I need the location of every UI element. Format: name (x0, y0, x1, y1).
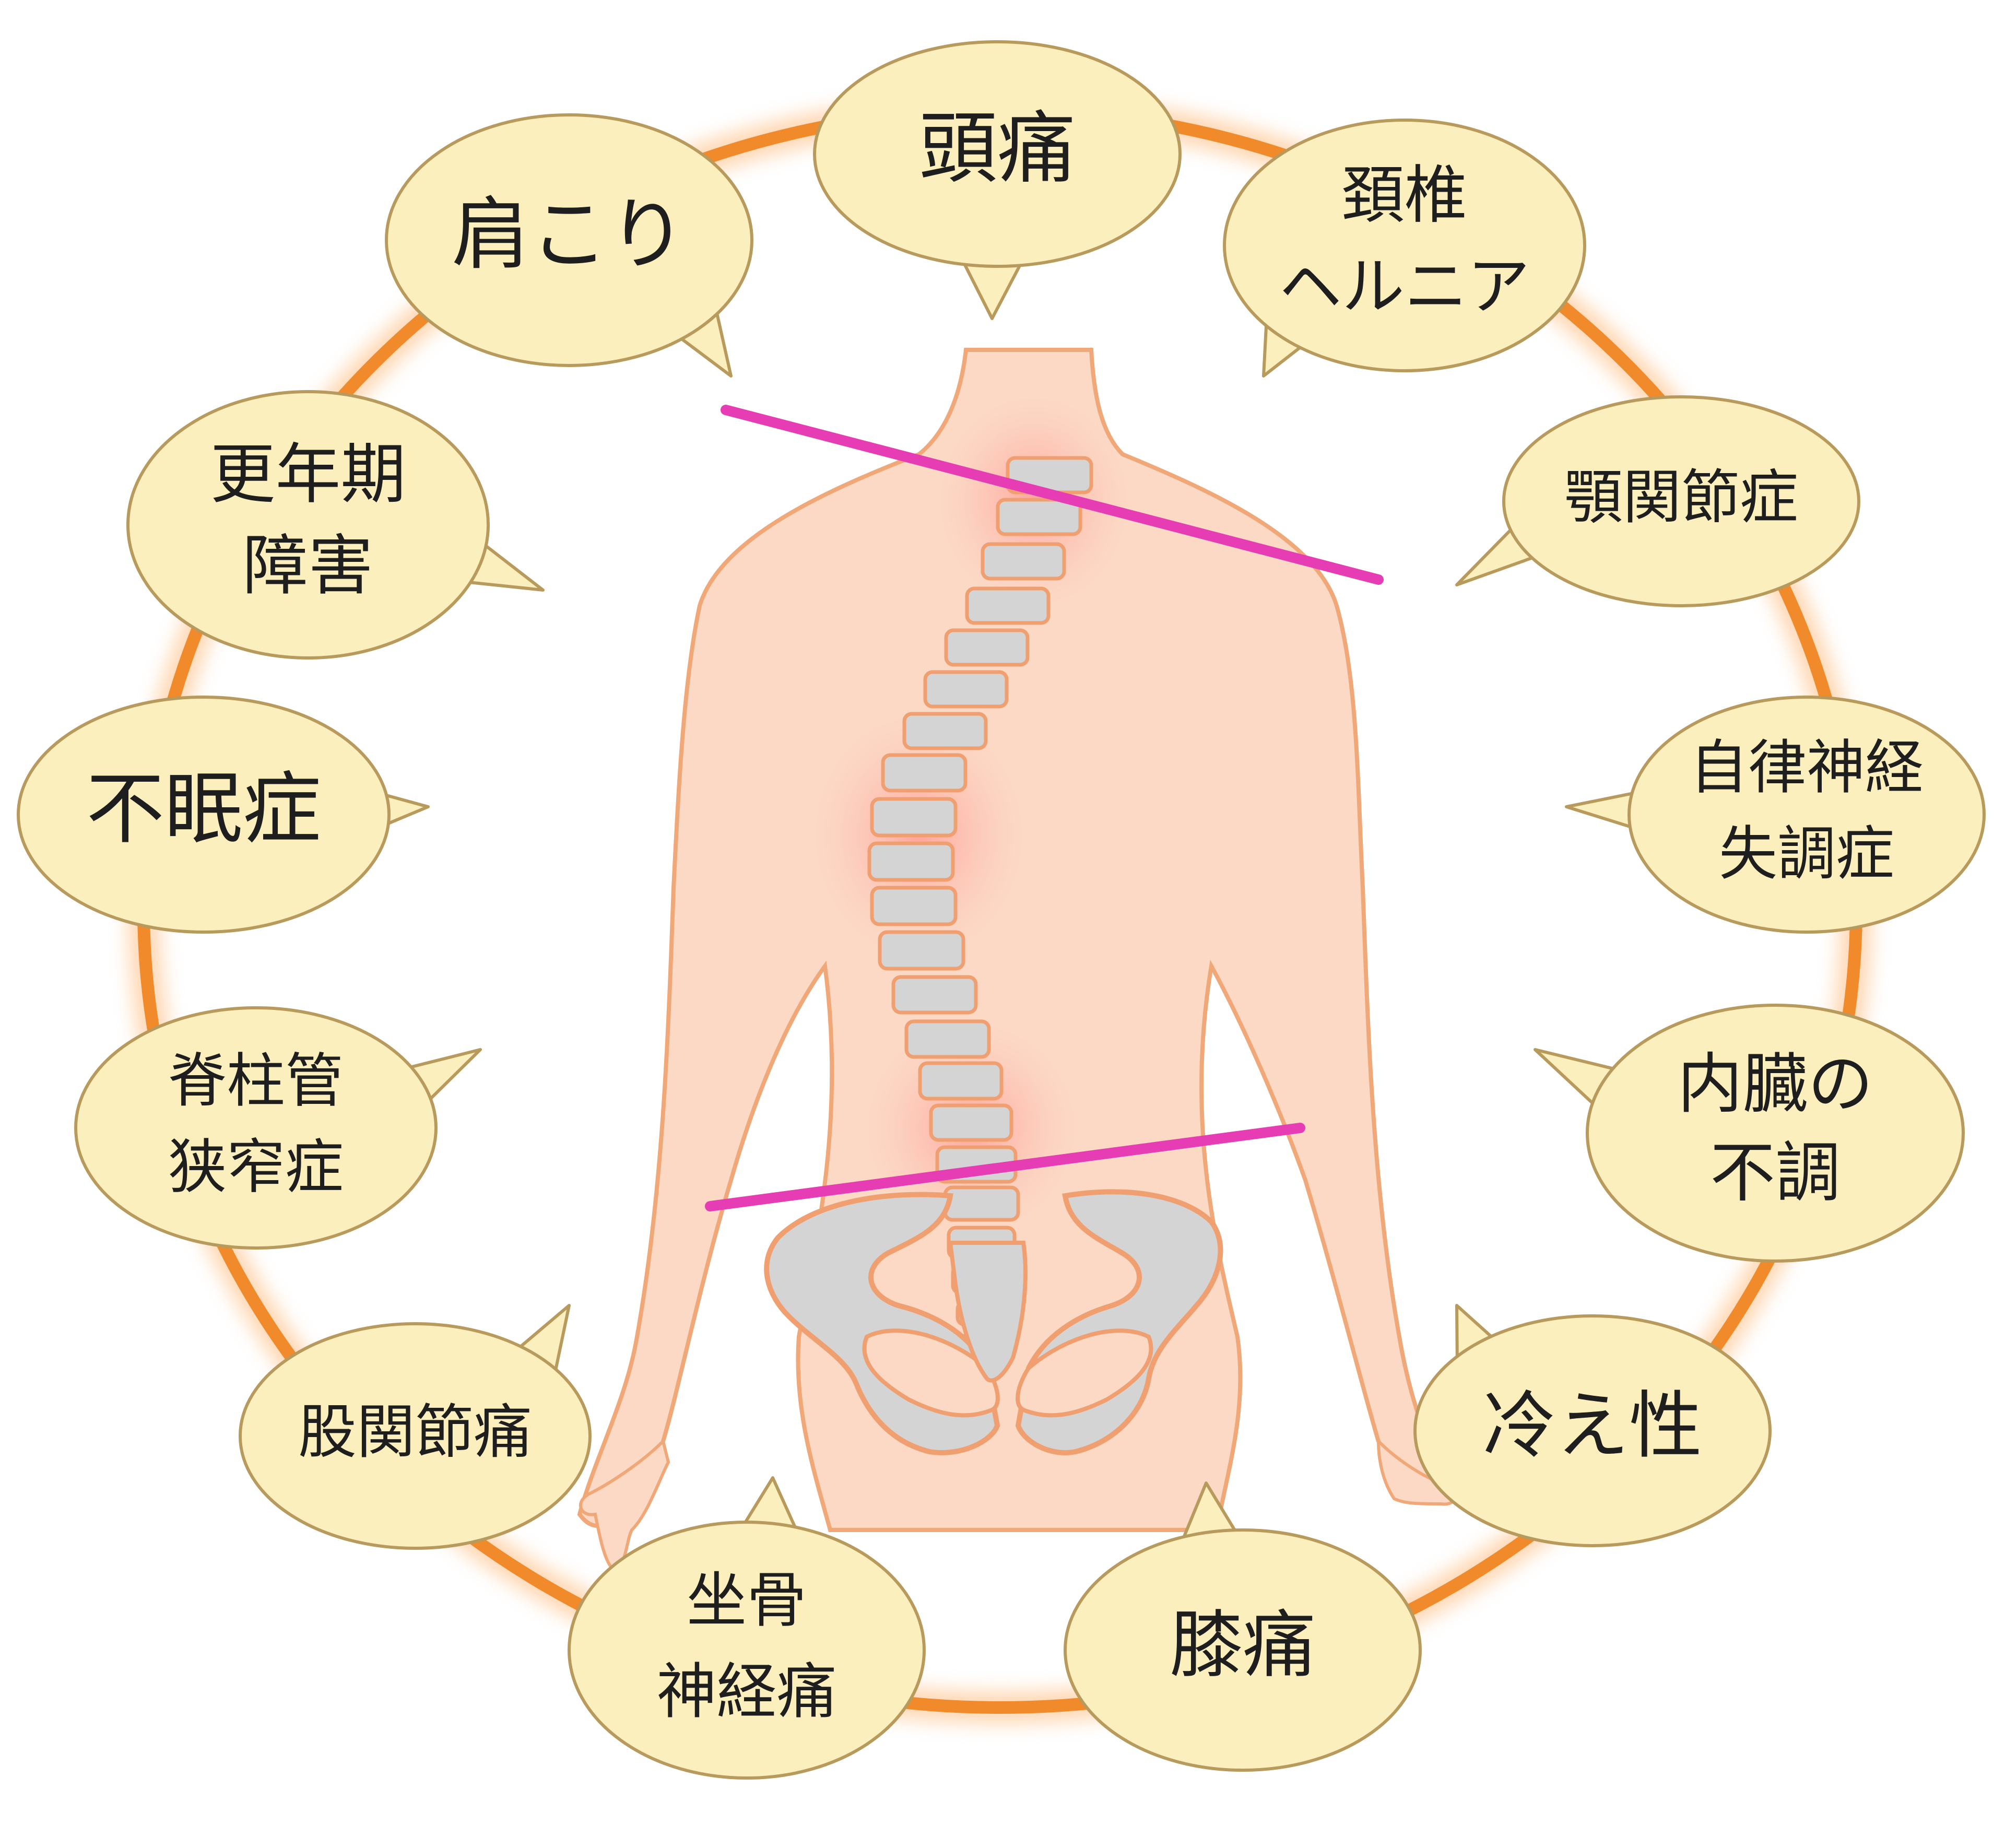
symptom-bubble-knee-pain: 膝痛 (1064, 1481, 1422, 1772)
vertebra (929, 1103, 1013, 1142)
bubble-fill (817, 44, 1178, 264)
bubble-fill (78, 1010, 434, 1246)
vertebra (996, 498, 1082, 536)
vertebra (918, 1061, 1004, 1101)
symptom-bubble-insomnia: 不眠症 (17, 696, 430, 934)
vertebra (981, 542, 1066, 581)
symptom-label: 狭窄症 (168, 1133, 344, 1201)
symptom-label: 自律神経 (1690, 734, 1924, 802)
symptom-label: 頭痛 (919, 103, 1076, 194)
bubble-fill (1067, 1532, 1418, 1768)
bubble-fill (1417, 1318, 1768, 1544)
vertebra (904, 1019, 991, 1059)
symptom-label: 脊柱管 (168, 1047, 344, 1115)
bubble-fill (20, 699, 387, 930)
symptom-label: 坐骨 (687, 1565, 807, 1635)
torso-silhouette (577, 348, 1455, 1532)
body-back-figure (577, 348, 1458, 1574)
bubble-fill (1226, 122, 1583, 369)
sacrum (948, 1241, 1028, 1383)
symptom-label: ヘルニア (1279, 251, 1530, 323)
left-hand (579, 1438, 670, 1574)
pelvis-right-pubis (1016, 1328, 1153, 1418)
symptom-bubble-cold-sensitivity: 冷え性 (1413, 1304, 1772, 1547)
right-hand (1376, 1437, 1458, 1506)
bubble-fill (1631, 699, 1982, 930)
symptom-label: 頚椎 (1342, 159, 1467, 232)
bubble-fill (242, 1326, 588, 1546)
bubble-fill (388, 117, 750, 363)
bubble-fill (130, 394, 486, 656)
bubble-fill (1589, 1007, 1961, 1259)
bubble-fill (1506, 399, 1857, 604)
vertebra (870, 797, 958, 838)
symptom-label: 更年期 (210, 437, 406, 513)
symptom-bubbles: 頭痛頚椎ヘルニア顎関節症自律神経失調症内臓の不調冷え性膝痛坐骨神経痛股関節痛脊柱… (17, 40, 1986, 1780)
vertebra (891, 975, 978, 1015)
vertebra (881, 753, 968, 793)
symptom-bubble-stiff-shoulders: 肩こり (385, 113, 753, 378)
symptom-label: 不調 (1710, 1135, 1841, 1211)
symptom-label: 顎関節症 (1564, 464, 1798, 532)
symptom-label: 冷え性 (1483, 1384, 1702, 1469)
symptom-label: 肩こり (452, 190, 687, 280)
vertebra (943, 1185, 1020, 1222)
symptom-label: 障害 (243, 528, 373, 604)
pelvis-left-pubis (862, 1328, 1000, 1418)
vertebra (867, 841, 955, 882)
vertebra (902, 712, 988, 750)
symptom-label: 股関節痛 (298, 1398, 532, 1466)
vertebra (923, 670, 1009, 709)
symptom-label: 神経痛 (656, 1657, 836, 1727)
bubble-fill (571, 1524, 922, 1776)
symptom-label: 失調症 (1719, 820, 1894, 888)
shoulder-tilt-line (721, 405, 1384, 585)
vertebra (965, 586, 1051, 625)
tilt-lines (705, 405, 1384, 1211)
symptom-label: 内臓の (1678, 1046, 1873, 1122)
symptom-label: 不眠症 (86, 764, 321, 855)
vertebra (870, 886, 958, 926)
symptom-bubble-headache: 頭痛 (813, 40, 1182, 320)
pelvis-tilt-line (705, 1123, 1305, 1211)
vertebra (944, 628, 1030, 667)
vertebra (878, 930, 965, 971)
symptom-label: 膝痛 (1170, 1603, 1316, 1688)
symptom-bubble-hip-pain: 股関節痛 (239, 1304, 592, 1550)
symptom-bubble-tmj: 顎関節症 (1455, 395, 1860, 607)
pelvis (764, 1189, 1223, 1455)
